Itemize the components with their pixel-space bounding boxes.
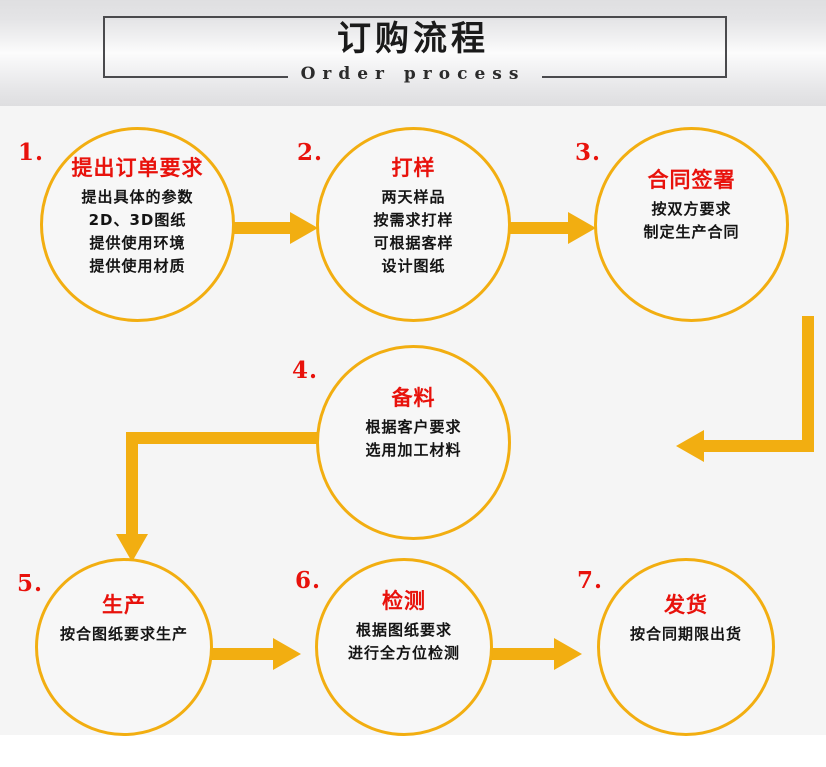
step-number-2: 2. <box>297 139 324 166</box>
step-line: 按需求打样 <box>373 211 454 229</box>
step-lines-2: 两天样品 按需求打样 可根据客样 设计图纸 <box>373 186 453 278</box>
step-lines-4: 根据客户要求 选用加工材料 <box>365 416 461 462</box>
step-lines-1: 提出具体的参数 2D、3D图纸 提供使用环境 提供使用材质 <box>81 186 193 278</box>
arrow-step1-to-step2 <box>232 212 318 244</box>
page-subtitle: Order process <box>300 64 526 84</box>
step-circle-2[interactable]: 打样 两天样品 按需求打样 可根据客样 设计图纸 <box>316 127 511 322</box>
step-line: 提供使用材质 <box>89 257 186 275</box>
step-line: 制定生产合同 <box>643 223 740 241</box>
step-line: 根据客户要求 <box>365 418 462 436</box>
step-line: 设计图纸 <box>381 257 446 275</box>
step-circle-3[interactable]: 合同签署 按双方要求 制定生产合同 <box>594 127 789 322</box>
bottom-white-strip <box>0 735 826 767</box>
step-line: 两天样品 <box>381 188 446 206</box>
step-title-1: 提出订单要求 <box>71 156 204 180</box>
header-frame-bottom-left <box>103 76 288 78</box>
step-line: 提出具体的参数 <box>81 188 194 206</box>
step-title-6: 检测 <box>382 589 426 613</box>
step-number-7: 7. <box>577 567 604 594</box>
step-circle-4[interactable]: 备料 根据客户要求 选用加工材料 <box>316 345 511 540</box>
step-lines-7: 按合同期限出货 <box>630 623 742 646</box>
step-line: 进行全方位检测 <box>347 644 460 662</box>
step-line: 选用加工材料 <box>365 441 462 459</box>
arrow-step3-to-step4 <box>676 316 814 462</box>
step-line: 可根据客样 <box>373 234 454 252</box>
step-number-1: 1. <box>18 139 45 166</box>
step-number-5: 5. <box>17 570 44 597</box>
arrow-step6-to-step7 <box>492 638 582 670</box>
page-title: 订购流程 <box>337 19 489 59</box>
step-circle-1[interactable]: 提出订单要求 提出具体的参数 2D、3D图纸 提供使用环境 提供使用材质 <box>40 127 235 322</box>
step-lines-3: 按双方要求 制定生产合同 <box>643 198 739 244</box>
step-line: 按双方要求 <box>651 200 732 218</box>
step-title-2: 打样 <box>391 156 436 180</box>
step-line: 按合同期限出货 <box>629 625 742 643</box>
step-title-7: 发货 <box>664 593 708 617</box>
step-line: 提供使用环境 <box>89 234 186 252</box>
step-lines-6: 根据图纸要求 进行全方位检测 <box>348 619 460 665</box>
arrow-step2-to-step3 <box>510 212 596 244</box>
step-line: 2D、3D图纸 <box>88 211 187 229</box>
step-number-6: 6. <box>295 567 322 594</box>
step-circle-7[interactable]: 发货 按合同期限出货 <box>597 558 775 736</box>
header-frame-border <box>103 16 727 78</box>
header-band: 订购流程 Order process <box>0 0 826 106</box>
step-line: 根据图纸要求 <box>355 621 452 639</box>
step-number-3: 3. <box>575 139 602 166</box>
arrow-step5-to-step6 <box>211 638 301 670</box>
header-frame-bottom-right <box>542 76 727 78</box>
step-circle-5[interactable]: 生产 按合图纸要求生产 <box>35 558 213 736</box>
step-lines-5: 按合图纸要求生产 <box>60 623 188 646</box>
step-title-3: 合同签署 <box>647 168 736 192</box>
step-circle-6[interactable]: 检测 根据图纸要求 进行全方位检测 <box>315 558 493 736</box>
step-title-5: 生产 <box>102 593 146 617</box>
step-title-4: 备料 <box>391 386 436 410</box>
step-number-4: 4. <box>292 357 319 384</box>
step-line: 按合图纸要求生产 <box>59 625 188 643</box>
arrow-step4-to-step5 <box>116 432 322 562</box>
